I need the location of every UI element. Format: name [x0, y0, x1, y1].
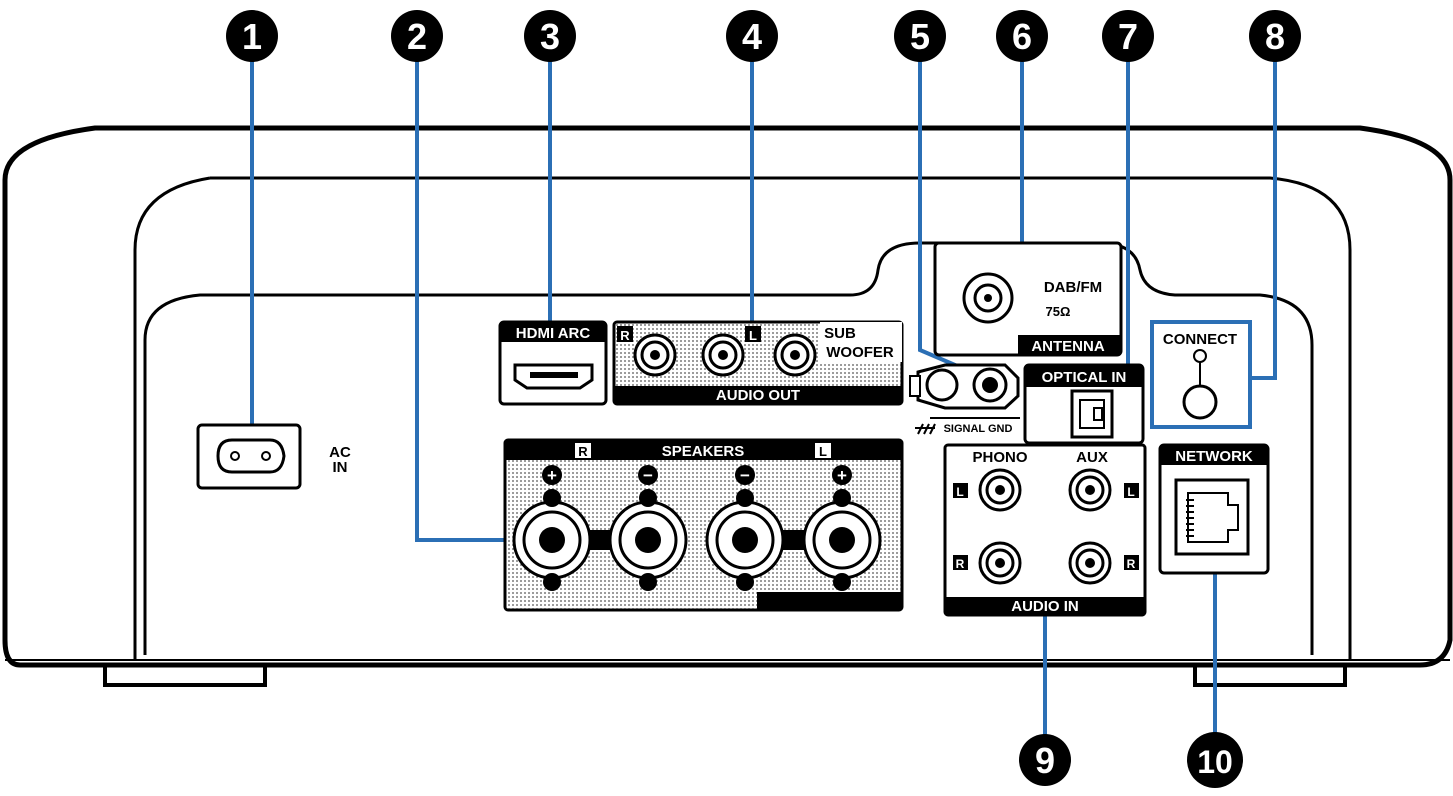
- audio-in-l-right: L: [1127, 485, 1134, 499]
- svg-text:7: 7: [1118, 16, 1138, 57]
- audio-in-r-right: R: [1127, 557, 1136, 571]
- callout-9: 9: [1019, 734, 1071, 786]
- speakers-title: SPEAKERS: [662, 443, 745, 460]
- svg-text:1: 1: [242, 16, 262, 57]
- audio-out-title: AUDIO OUT: [716, 387, 800, 404]
- speakers-l-label: L: [819, 444, 827, 459]
- antenna-title: ANTENNA: [1031, 338, 1104, 355]
- connect-label: CONNECT: [1163, 331, 1237, 348]
- svg-text:4: 4: [742, 16, 762, 57]
- connect-button-box: [1150, 320, 1252, 429]
- speaker-l-plus: +: [837, 466, 847, 485]
- signal-gnd-label: SIGNAL GND: [944, 423, 1013, 435]
- audio-in-title: AUDIO IN: [1011, 598, 1079, 615]
- foot-left: [103, 665, 267, 687]
- callout-8: 8: [1249, 10, 1301, 62]
- ac-in-label-2: IN: [333, 459, 348, 476]
- svg-text:8: 8: [1265, 16, 1285, 57]
- svg-text:9: 9: [1035, 740, 1055, 781]
- subwoofer-label-2: WOOFER: [826, 344, 894, 361]
- subwoofer-label-1: SUB: [824, 325, 856, 342]
- callout-3: 3: [524, 10, 576, 62]
- callout-6: 6: [996, 10, 1048, 62]
- svg-text:10: 10: [1197, 744, 1233, 780]
- svg-text:3: 3: [540, 16, 560, 57]
- audio-out-r-label: R: [620, 328, 630, 343]
- svg-text:6: 6: [1012, 16, 1032, 57]
- audio-out-l-label: L: [749, 328, 757, 343]
- speaker-r-minus: −: [643, 466, 653, 485]
- callout-1: 1: [226, 10, 278, 62]
- network-port: [1158, 443, 1270, 575]
- signal-gnd-terminal: [909, 363, 1020, 435]
- speakers-panel: [503, 438, 904, 612]
- aux-label: AUX: [1076, 449, 1108, 466]
- foot-right: [1193, 665, 1347, 687]
- phono-label: PHONO: [972, 449, 1027, 466]
- callout-7: 7: [1102, 10, 1154, 62]
- audio-in-r-left: R: [956, 557, 965, 571]
- antenna-band-label: DAB/FM: [1044, 279, 1102, 296]
- optical-in-label: OPTICAL IN: [1042, 369, 1127, 386]
- audio-in-l-left: L: [956, 485, 963, 499]
- hdmi-arc-label: HDMI ARC: [516, 325, 591, 342]
- ac-in-socket: [196, 423, 302, 490]
- network-label: NETWORK: [1175, 448, 1253, 465]
- callout-line-8: [1252, 55, 1277, 380]
- audio-in-panel: [943, 443, 1147, 617]
- speaker-r-plus: +: [547, 466, 557, 485]
- optical-in-port: [1023, 363, 1145, 445]
- antenna-impedance-label: 75Ω: [1046, 304, 1071, 319]
- svg-text:2: 2: [407, 16, 427, 57]
- ac-in-label-1: AC: [329, 444, 351, 461]
- callout-5: 5: [894, 10, 946, 62]
- callout-10: 10: [1187, 732, 1243, 788]
- callout-line-2: [415, 55, 505, 542]
- hdmi-arc-port: [498, 320, 608, 406]
- speakers-r-label: R: [578, 444, 588, 459]
- svg-text:5: 5: [910, 16, 930, 57]
- callout-2: 2: [391, 10, 443, 62]
- speaker-l-minus: −: [740, 466, 750, 485]
- audio-out-panel: [612, 320, 904, 406]
- inner-panel-outline: [133, 176, 1352, 660]
- antenna-panel: [933, 241, 1123, 357]
- callout-4: 4: [726, 10, 778, 62]
